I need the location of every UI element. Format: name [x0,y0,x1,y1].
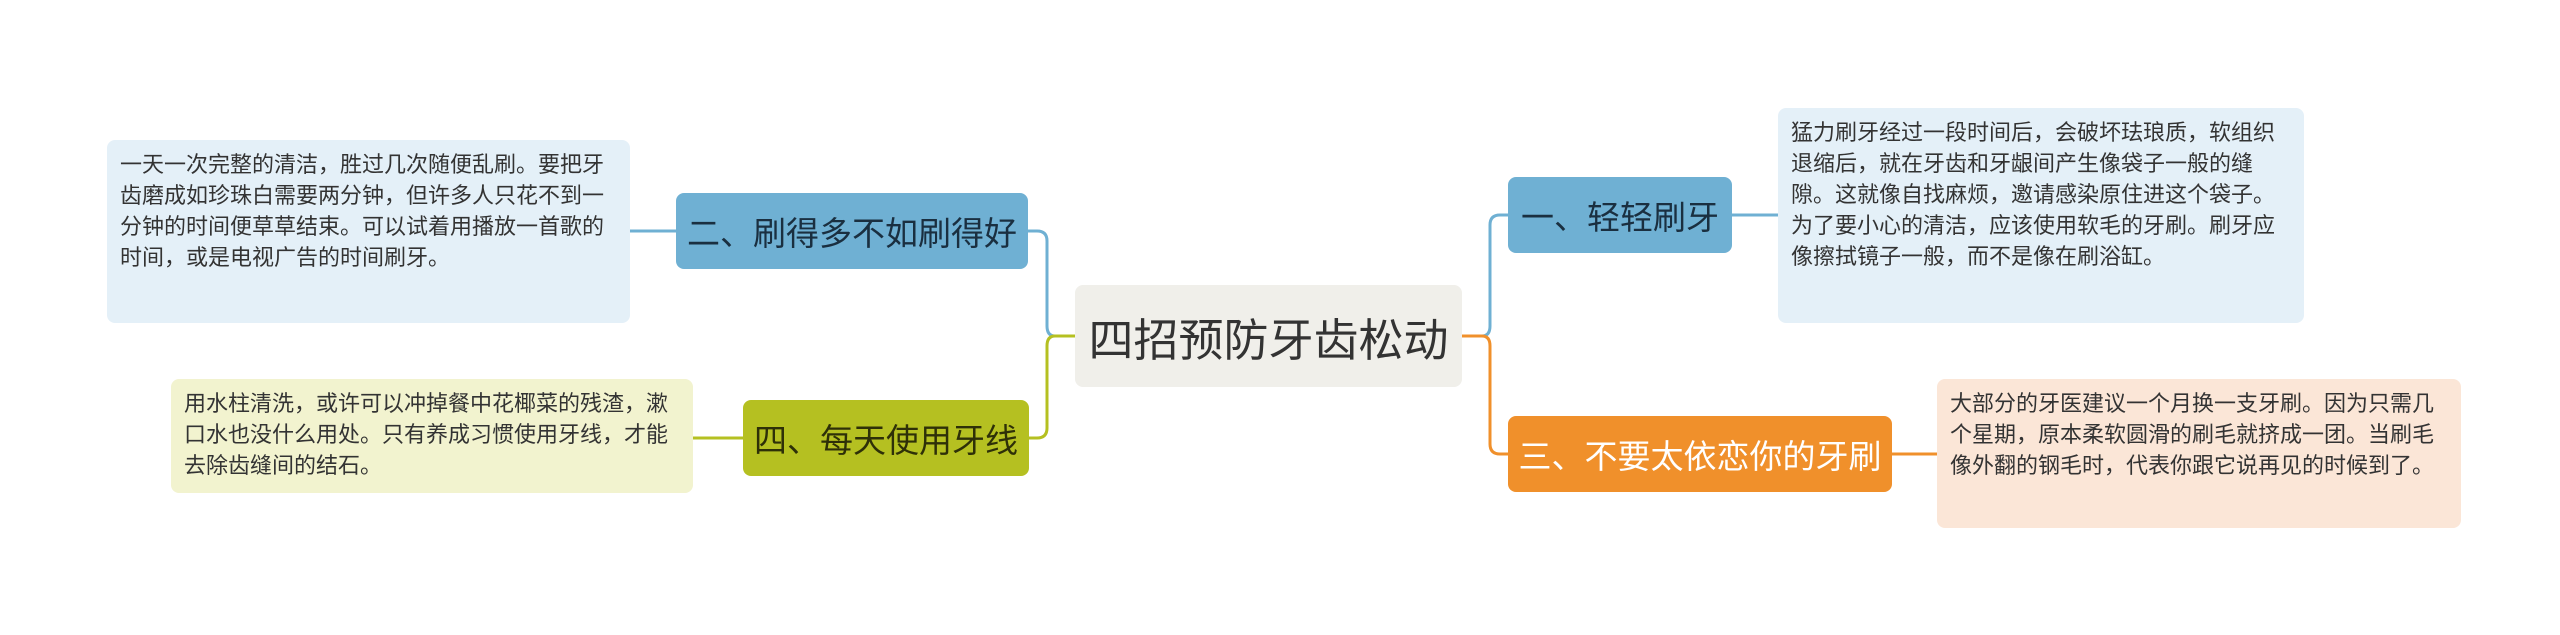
branch-topic-1[interactable]: 一、轻轻刷牙 [1508,177,1732,253]
connector-center-to-branch-4 [1029,334,1075,440]
branch-note-2[interactable]: 一天一次完整的清洁，胜过几次随便乱刷。要把牙齿磨成如珍珠白需要两分钟，但许多人只… [107,140,630,323]
connector-center-to-branch-2 [1028,229,1075,338]
branch-note-3[interactable]: 大部分的牙医建议一个月换一支牙刷。因为只需几个星期，原本柔软圆滑的刷毛就挤成一团… [1937,379,2461,528]
branch-topic-2[interactable]: 二、刷得多不如刷得好 [676,193,1028,269]
branch-topic-3[interactable]: 三、不要太依恋你的牙刷 [1508,416,1892,492]
branch-note-4[interactable]: 用水柱清洗，或许可以冲掉餐中花椰菜的残渣，漱口水也没什么用处。只有养成习惯使用牙… [171,379,693,493]
branch-topic-4[interactable]: 四、每天使用牙线 [743,400,1029,476]
branch-note-1[interactable]: 猛力刷牙经过一段时间后，会破坏珐琅质，软组织退缩后，就在牙齿和牙龈间产生像袋子一… [1778,108,2304,323]
central-topic[interactable]: 四招预防牙齿松动 [1075,285,1462,387]
connector-center-to-branch-3 [1462,334,1508,456]
connector-center-to-branch-1 [1462,213,1508,338]
